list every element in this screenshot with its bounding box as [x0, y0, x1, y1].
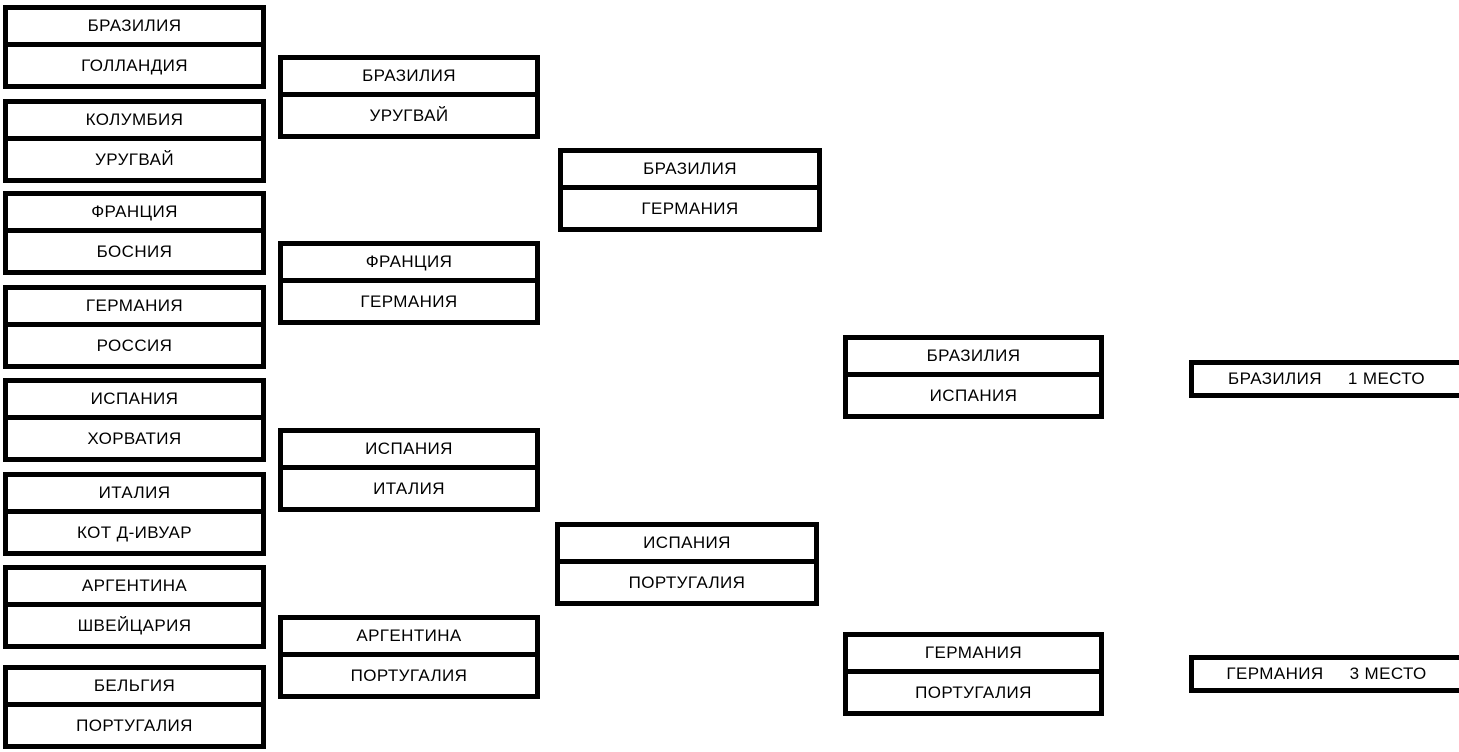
match-slot-team[interactable]: БРАЗИЛИЯ [8, 10, 261, 47]
match-slot-team[interactable]: ИСПАНИЯ [283, 433, 535, 470]
match-slot-team[interactable]: ГЕРМАНИЯ [283, 283, 535, 320]
match-slot-team[interactable]: ИСПАНИЯ [848, 377, 1099, 414]
match-r1-8[interactable]: БЕЛЬГИЯ ПОРТУГАЛИЯ [3, 665, 266, 749]
match-slot-team[interactable]: БРАЗИЛИЯ [848, 340, 1099, 377]
match-r1-1[interactable]: БРАЗИЛИЯ ГОЛЛАНДИЯ [3, 5, 266, 89]
match-r4-final[interactable]: БРАЗИЛИЯ ИСПАНИЯ [843, 335, 1104, 419]
match-slot-team[interactable]: БРАЗИЛИЯ [283, 60, 535, 97]
match-slot-team[interactable]: ПОРТУГАЛИЯ [560, 564, 814, 601]
match-slot-team[interactable]: БОСНИЯ [8, 233, 261, 270]
match-r2-1[interactable]: БРАЗИЛИЯ УРУГВАЙ [278, 55, 540, 139]
match-slot-team[interactable]: ИТАЛИЯ [8, 477, 261, 514]
match-r1-4[interactable]: ГЕРМАНИЯ РОССИЯ [3, 285, 266, 369]
match-slot-team[interactable]: ПОРТУГАЛИЯ [848, 674, 1099, 711]
match-slot-team[interactable]: ГЕРМАНИЯ [563, 190, 817, 227]
match-slot-team[interactable]: БЕЛЬГИЯ [8, 670, 261, 707]
match-r1-7[interactable]: АРГЕНТИНА ШВЕЙЦАРИЯ [3, 565, 266, 649]
match-slot-team[interactable]: ИСПАНИЯ [8, 383, 261, 420]
match-slot-team[interactable]: КОЛУМБИЯ [8, 104, 261, 141]
match-slot-team[interactable]: ИТАЛИЯ [283, 470, 535, 507]
match-r2-3[interactable]: ИСПАНИЯ ИТАЛИЯ [278, 428, 540, 512]
match-slot-team[interactable]: КОТ Д-ИВУАР [8, 514, 261, 551]
match-slot-team[interactable]: ГЕРМАНИЯ [848, 637, 1099, 674]
result-first-place[interactable]: БРАЗИЛИЯ 1 МЕСТО [1189, 360, 1459, 398]
match-slot-team[interactable]: РОССИЯ [8, 327, 261, 364]
match-slot-team[interactable]: ФРАНЦИЯ [283, 246, 535, 283]
match-r3-2[interactable]: ИСПАНИЯ ПОРТУГАЛИЯ [555, 522, 819, 606]
match-r1-3[interactable]: ФРАНЦИЯ БОСНИЯ [3, 191, 266, 275]
match-slot-team[interactable]: ГОЛЛАНДИЯ [8, 47, 261, 84]
match-slot-team[interactable]: ГЕРМАНИЯ [8, 290, 261, 327]
match-r1-6[interactable]: ИТАЛИЯ КОТ Д-ИВУАР [3, 472, 266, 556]
result-team-name: БРАЗИЛИЯ [1228, 369, 1322, 388]
match-slot-team[interactable]: ПОРТУГАЛИЯ [8, 707, 261, 744]
match-slot-team[interactable]: АРГЕНТИНА [8, 570, 261, 607]
result-place-label: 1 МЕСТО [1347, 369, 1425, 388]
match-r2-4[interactable]: АРГЕНТИНА ПОРТУГАЛИЯ [278, 615, 540, 699]
match-slot-team[interactable]: ПОРТУГАЛИЯ [283, 657, 535, 694]
result-place-label: 3 МЕСТО [1349, 664, 1427, 683]
match-slot-team[interactable]: АРГЕНТИНА [283, 620, 535, 657]
match-r1-2[interactable]: КОЛУМБИЯ УРУГВАЙ [3, 99, 266, 183]
match-slot-team[interactable]: ХОРВАТИЯ [8, 420, 261, 457]
match-slot-team[interactable]: УРУГВАЙ [8, 141, 261, 178]
match-slot-team[interactable]: ШВЕЙЦАРИЯ [8, 607, 261, 644]
match-slot-team[interactable]: ФРАНЦИЯ [8, 196, 261, 233]
match-slot-team[interactable]: БРАЗИЛИЯ [563, 153, 817, 190]
match-r4-third-place[interactable]: ГЕРМАНИЯ ПОРТУГАЛИЯ [843, 632, 1104, 716]
match-r1-5[interactable]: ИСПАНИЯ ХОРВАТИЯ [3, 378, 266, 462]
result-team-name: ГЕРМАНИЯ [1226, 664, 1324, 683]
match-slot-team[interactable]: УРУГВАЙ [283, 97, 535, 134]
result-third-place[interactable]: ГЕРМАНИЯ 3 МЕСТО [1189, 655, 1459, 693]
match-slot-team[interactable]: ИСПАНИЯ [560, 527, 814, 564]
match-r3-1[interactable]: БРАЗИЛИЯ ГЕРМАНИЯ [558, 148, 822, 232]
match-r2-2[interactable]: ФРАНЦИЯ ГЕРМАНИЯ [278, 241, 540, 325]
